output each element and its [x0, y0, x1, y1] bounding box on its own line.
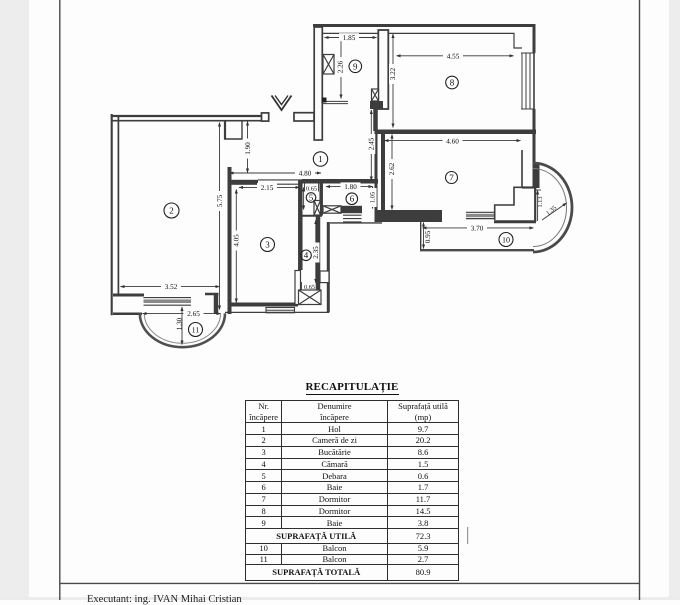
svg-text:2: 2 — [169, 206, 174, 216]
svg-text:6: 6 — [350, 194, 355, 204]
svg-text:5.75: 5.75 — [216, 194, 224, 207]
svg-text:11: 11 — [192, 326, 200, 335]
svg-text:1.80: 1.80 — [344, 183, 357, 191]
svg-text:1.85: 1.85 — [343, 34, 356, 42]
svg-text:1.13: 1.13 — [537, 196, 544, 207]
svg-text:3.52: 3.52 — [165, 283, 178, 291]
svg-text:0.65: 0.65 — [304, 284, 315, 291]
svg-text:10: 10 — [502, 236, 510, 245]
svg-text:2.26: 2.26 — [337, 60, 345, 73]
svg-text:1: 1 — [318, 154, 323, 164]
svg-text:1.30: 1.30 — [176, 317, 184, 330]
svg-text:3.70: 3.70 — [471, 225, 484, 233]
svg-text:1.90: 1.90 — [244, 142, 252, 155]
svg-text:4.55: 4.55 — [447, 53, 460, 61]
svg-text:4.80: 4.80 — [299, 170, 312, 178]
svg-text:2.35: 2.35 — [312, 246, 320, 259]
svg-text:4: 4 — [304, 250, 309, 260]
svg-text:4.05: 4.05 — [232, 234, 240, 247]
svg-text:2.45: 2.45 — [367, 137, 375, 150]
svg-text:3: 3 — [265, 240, 270, 250]
svg-text:5: 5 — [309, 193, 314, 203]
svg-text:4.60: 4.60 — [446, 137, 459, 145]
svg-text:2.15: 2.15 — [261, 184, 274, 192]
svg-text:0.95: 0.95 — [424, 230, 432, 243]
svg-text:7: 7 — [449, 173, 454, 183]
svg-text:1.05: 1.05 — [370, 192, 377, 203]
svg-text:2.65: 2.65 — [187, 310, 200, 318]
svg-text:0.65: 0.65 — [306, 186, 317, 193]
svg-text:3.22: 3.22 — [389, 67, 397, 80]
svg-text:8: 8 — [450, 78, 455, 88]
svg-text:9: 9 — [353, 62, 358, 72]
svg-text:2.62: 2.62 — [388, 162, 396, 175]
